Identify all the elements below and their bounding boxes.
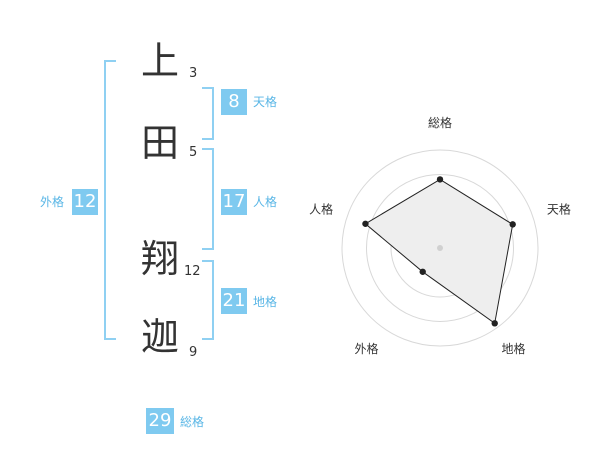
radar-axis-label-2: 地格 (501, 341, 525, 356)
name-char-1: 上 (141, 39, 180, 83)
radar-area (364, 178, 514, 325)
gaikaku-label: 外格 (40, 195, 65, 209)
radar-points (362, 176, 516, 327)
radar-point-0 (436, 176, 444, 183)
chikaku-value: 21 (221, 288, 247, 314)
radar-center-dot (437, 245, 443, 251)
radar-ring-4 (341, 149, 539, 347)
radar-point-2 (491, 320, 498, 327)
radar-axis-label-0: 総格 (428, 115, 452, 130)
radar-axis-label-1: 天格 (547, 201, 571, 216)
radar-point-4 (362, 220, 369, 227)
chikaku-label: 地格 (253, 295, 278, 309)
tenkaku-value: 8 (221, 89, 247, 115)
stroke-count-4: 9 (189, 345, 198, 360)
gaikaku-bracket (104, 60, 116, 340)
jinkaku-bracket (202, 148, 214, 250)
name-char-3: 翔 (141, 237, 180, 281)
name-char-4: 迦 (141, 315, 180, 359)
tenkaku-label: 天格 (253, 95, 278, 109)
gaikaku-value: 12 (72, 189, 98, 215)
radar-axis-label-4: 人格 (309, 201, 333, 216)
radar-point-1 (509, 221, 516, 228)
chikaku-bracket (202, 260, 214, 340)
name-char-2: 田 (141, 121, 180, 165)
stroke-count-3: 12 (184, 264, 201, 279)
jinkaku-label: 人格 (253, 195, 278, 209)
stroke-count-1: 3 (189, 66, 198, 81)
soukaku-label: 総格 (180, 415, 205, 429)
radar-point-3 (419, 268, 426, 275)
jinkaku-value: 17 (221, 189, 247, 215)
radar-ring-3 (366, 174, 514, 322)
radar-axis-label-3: 外格 (354, 341, 378, 356)
soukaku-value: 29 (146, 408, 174, 434)
tenkaku-bracket (202, 87, 214, 140)
stroke-count-2: 5 (189, 145, 198, 160)
